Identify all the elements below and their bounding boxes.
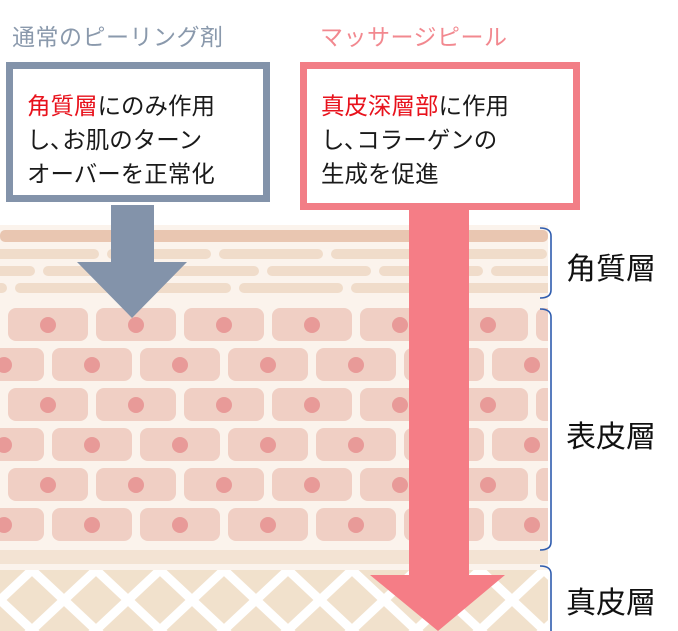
epidermis-cell (536, 388, 548, 421)
cell-nucleus (216, 317, 232, 333)
desc-line-3: オーバーを正常化 (27, 160, 215, 188)
corneum-strip (0, 249, 99, 259)
highlight-term: 真皮深層部 (321, 92, 439, 120)
cell-nucleus (304, 317, 320, 333)
cell-nucleus (568, 477, 584, 493)
desc-line-2: し､お肌のターン (27, 126, 203, 154)
cell-nucleus (0, 357, 12, 373)
cell-nucleus (216, 477, 232, 493)
epidermis-cell (492, 348, 548, 381)
epidermis-cell (0, 428, 44, 461)
cell-nucleus (128, 477, 144, 493)
layer-label-corneum: 角質層 (566, 252, 656, 287)
cell-nucleus (392, 477, 408, 493)
cell-nucleus (568, 317, 584, 333)
massage-peel-description: 真皮深層部に作用 し､コラーゲンの 生成を促進 (300, 62, 580, 210)
normal-peeling-title: 通常のピーリング剤 (12, 25, 224, 51)
cell-nucleus (304, 397, 320, 413)
cell-nucleus (348, 357, 364, 373)
corneum-strip (463, 283, 548, 293)
cell-nucleus (172, 517, 188, 533)
corneum-bracket (539, 227, 552, 299)
skin-cross-section (0, 225, 584, 631)
cell-nucleus (0, 437, 12, 453)
epidermis-cell (536, 308, 548, 341)
cell-nucleus (40, 477, 56, 493)
epidermis-cell (492, 428, 548, 461)
cell-nucleus (128, 397, 144, 413)
cell-nucleus (172, 437, 188, 453)
epidermis-cell (492, 508, 548, 541)
corneum-strip (0, 266, 35, 276)
epidermis-cell (0, 348, 44, 381)
desc-line-1: 真皮深層部に作用 (321, 89, 573, 123)
layer-label-epidermis: 表皮層 (566, 420, 656, 455)
cell-nucleus (260, 437, 276, 453)
peeling-depth-arrow (77, 205, 187, 318)
cell-nucleus (480, 317, 496, 333)
cell-nucleus (172, 357, 188, 373)
dermis-bracket (539, 565, 552, 631)
normal-peeling-description: 角質層にのみ作用 し､お肌のターン オーバーを正常化 (6, 62, 270, 202)
corneum-strip (219, 249, 323, 259)
cell-nucleus (84, 437, 100, 453)
corneum-strip (239, 283, 343, 293)
cell-nucleus (260, 517, 276, 533)
cell-nucleus (524, 437, 540, 453)
layer-label-dermis: 真皮層 (566, 586, 656, 621)
desc-line-1-rest: に作用 (438, 92, 510, 120)
desc-line-3: 生成を促進 (321, 160, 439, 188)
cell-nucleus (216, 397, 232, 413)
cell-nucleus (568, 397, 584, 413)
corneum-strip (15, 283, 119, 293)
corneum-strip (267, 266, 371, 276)
desc-line-1: 角質層にのみ作用 (27, 89, 263, 123)
massage-peel-depth-arrow (370, 205, 505, 631)
epidermis-cell (536, 468, 548, 501)
cell-nucleus (0, 517, 12, 533)
cell-nucleus (392, 317, 408, 333)
cell-nucleus (348, 517, 364, 533)
cell-nucleus (392, 397, 408, 413)
highlight-term: 角質層 (27, 92, 98, 120)
cell-nucleus (128, 317, 144, 333)
corneum-strip (0, 283, 7, 293)
massage-peel-title: マッサージピール (320, 25, 508, 51)
epidermis-bracket (539, 308, 552, 551)
cell-nucleus (524, 517, 540, 533)
cell-nucleus (40, 317, 56, 333)
desc-line-2: し､コラーゲンの (321, 126, 498, 154)
cell-nucleus (348, 437, 364, 453)
cell-nucleus (260, 357, 276, 373)
cell-nucleus (524, 357, 540, 373)
cell-nucleus (84, 517, 100, 533)
desc-line-1-rest: にのみ作用 (97, 92, 216, 120)
cell-nucleus (480, 477, 496, 493)
cell-nucleus (40, 397, 56, 413)
corneum-strip (491, 266, 548, 276)
cell-nucleus (304, 477, 320, 493)
cell-nucleus (480, 397, 496, 413)
epidermis-cell (0, 508, 44, 541)
cell-nucleus (84, 357, 100, 373)
corneum-strip (155, 266, 259, 276)
